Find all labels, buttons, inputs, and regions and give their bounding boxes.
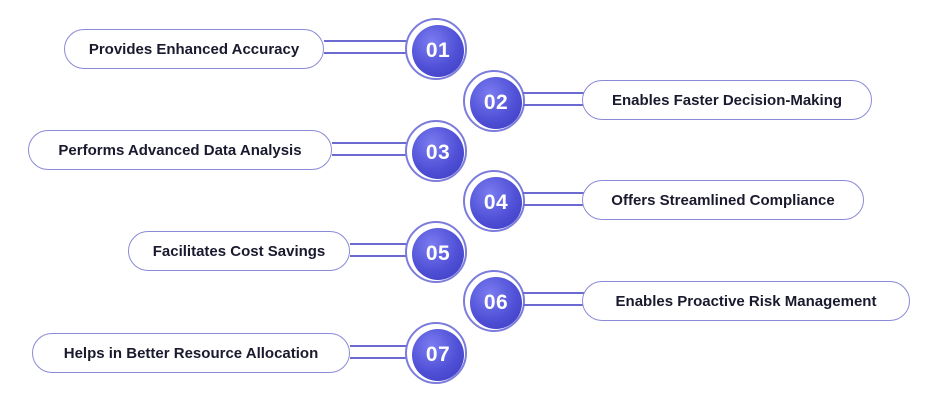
benefit-label-06: Enables Proactive Risk Management bbox=[582, 281, 910, 321]
connector-03 bbox=[332, 142, 409, 160]
number-01: 01 bbox=[412, 25, 464, 77]
benefit-label-01: Provides Enhanced Accuracy bbox=[64, 29, 324, 69]
number-badge-02: 02 bbox=[463, 70, 525, 132]
number-02: 02 bbox=[470, 77, 522, 129]
number-badge-07: 07 bbox=[405, 322, 467, 384]
number-03: 03 bbox=[412, 127, 464, 179]
benefit-label-04: Offers Streamlined Compliance bbox=[582, 180, 864, 220]
number-05: 05 bbox=[412, 228, 464, 280]
connector-04 bbox=[523, 192, 584, 210]
number-badge-05: 05 bbox=[405, 221, 467, 283]
number-07: 07 bbox=[412, 329, 464, 381]
benefit-label-03: Performs Advanced Data Analysis bbox=[28, 130, 332, 170]
number-badge-01: 01 bbox=[405, 18, 467, 80]
number-badge-03: 03 bbox=[405, 120, 467, 182]
connector-01 bbox=[324, 40, 409, 58]
connector-06 bbox=[523, 292, 584, 310]
connector-05 bbox=[350, 243, 409, 261]
benefit-label-02: Enables Faster Decision-Making bbox=[582, 80, 872, 120]
benefit-label-07: Helps in Better Resource Allocation bbox=[32, 333, 350, 373]
number-badge-04: 04 bbox=[463, 170, 525, 232]
number-04: 04 bbox=[470, 177, 522, 229]
number-06: 06 bbox=[470, 277, 522, 329]
connector-07 bbox=[350, 345, 409, 363]
connector-02 bbox=[523, 92, 584, 110]
benefit-label-05: Facilitates Cost Savings bbox=[128, 231, 350, 271]
number-badge-06: 06 bbox=[463, 270, 525, 332]
